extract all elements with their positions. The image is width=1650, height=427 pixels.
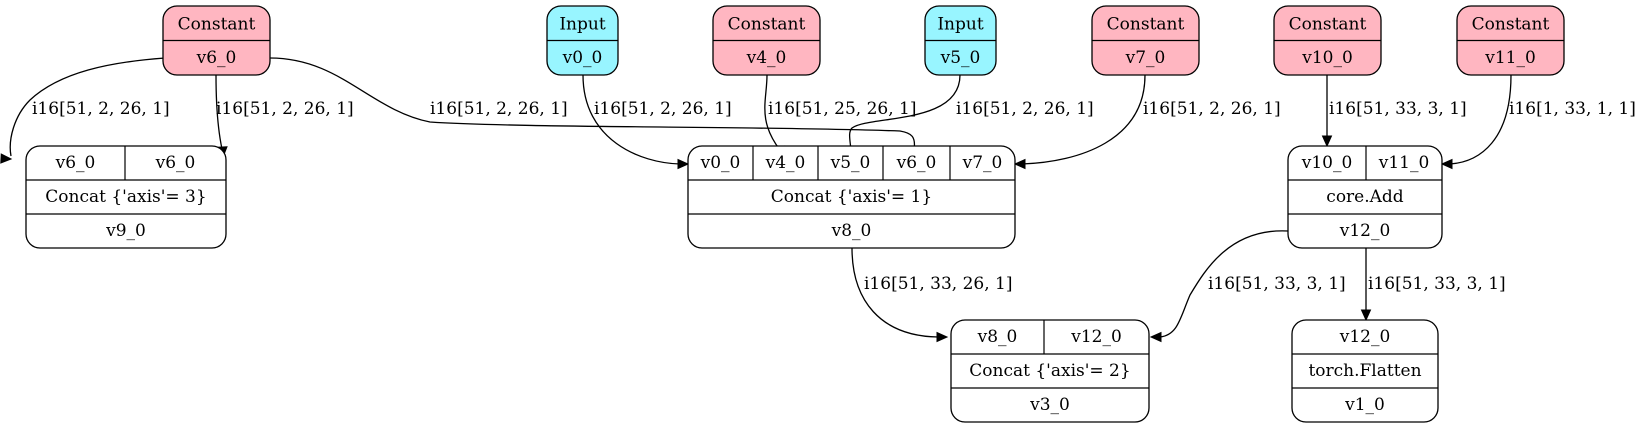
edge-v7_0-to-v8_0: i16[51, 2, 26, 1] [1013, 74, 1281, 170]
edge-label: i16[1, 33, 1, 1] [1509, 99, 1636, 119]
node-type-label: Constant [1107, 14, 1185, 34]
edge-label: i16[51, 2, 26, 1] [956, 99, 1094, 119]
op-node-v1_0[interactable]: v12_0 torch.Flatten v1_0 [1291, 319, 1439, 423]
edge-line [1021, 74, 1146, 165]
op-label: torch.Flatten [1308, 361, 1421, 381]
edge-line [582, 74, 681, 165]
node-type-label: Input [937, 14, 983, 34]
arrowhead [1360, 309, 1372, 322]
edge-line [215, 74, 223, 150]
input-port-label: v11_0 [1378, 153, 1430, 173]
arrowhead [1013, 158, 1026, 170]
node-name-label: v10_0 [1301, 48, 1353, 68]
arrowhead [1440, 158, 1453, 170]
op-label: core.Add [1326, 187, 1404, 207]
edge-label: i16[51, 33, 3, 1] [1208, 274, 1346, 294]
input-port-label: v8_0 [977, 327, 1018, 347]
node-type-label: Input [559, 14, 605, 34]
edge-line [764, 74, 781, 151]
edge-line [269, 57, 916, 151]
op-label: Concat {'axis'= 3} [45, 187, 206, 207]
input-port-label: v7_0 [962, 153, 1003, 173]
input-port-label: v6_0 [896, 153, 937, 173]
node-name-label: v6_0 [196, 48, 237, 68]
node-box [1287, 145, 1443, 249]
edge-label: i16[51, 33, 3, 1] [1329, 99, 1467, 119]
input-port-label: v12_0 [1339, 327, 1391, 347]
node-type-label: Constant [1289, 14, 1367, 34]
edge-line [851, 247, 939, 338]
input-port-label: v4_0 [765, 153, 806, 173]
arrowhead [0, 153, 13, 164]
node-name-label: v7_0 [1125, 48, 1166, 68]
nodes-layer: Constant v6_0 Input v0_0 Constant v4_0 Input v5… [25, 5, 1565, 423]
input-port-label: v6_0 [155, 153, 196, 173]
node-box [950, 319, 1150, 423]
edge-label: i16[51, 2, 26, 1] [216, 99, 354, 119]
arrowhead [677, 158, 690, 170]
node-type-label: Constant [178, 14, 256, 34]
edge-v10_0-to-v12_0: i16[51, 33, 3, 1] [1321, 75, 1467, 148]
input-port-label: v6_0 [55, 153, 96, 173]
arrowhead [1149, 331, 1162, 343]
input-node-v5_0[interactable]: Input v5_0 [924, 5, 997, 76]
node-box [687, 145, 1016, 249]
input-node-v0_0[interactable]: Input v0_0 [546, 5, 619, 76]
edge-v12_0-to-v1_0: i16[51, 33, 3, 1] [1360, 248, 1506, 322]
input-port-label: v12_0 [1070, 327, 1122, 347]
op-label: Concat {'axis'= 2} [969, 361, 1130, 381]
op-label: Concat {'axis'= 1} [771, 187, 932, 207]
edge-label: i16[51, 2, 26, 1] [1143, 99, 1281, 119]
output-label: v8_0 [831, 221, 872, 241]
constant-node-v6_0[interactable]: Constant v6_0 [162, 5, 271, 76]
edge-v8_0-to-v3_0: i16[51, 33, 26, 1] [851, 247, 1012, 343]
edge-label: i16[51, 25, 26, 1] [768, 99, 916, 119]
edge-line [848, 74, 961, 151]
arrowhead [1321, 135, 1333, 148]
input-port-label: v10_0 [1301, 153, 1353, 173]
edge-line [1159, 230, 1289, 338]
node-name-label: v0_0 [562, 48, 603, 68]
edge-label: i16[51, 2, 26, 1] [594, 99, 732, 119]
edge-line [1449, 74, 1512, 165]
constant-node-v11_0[interactable]: Constant v11_0 [1456, 5, 1565, 76]
edge-label: i16[51, 2, 26, 1] [430, 99, 568, 119]
edge-v12_0-to-v3_0: i16[51, 33, 3, 1] [1149, 230, 1346, 343]
edge-v4_0-to-v8_0: i16[51, 25, 26, 1] [764, 74, 916, 159]
node-box [1291, 319, 1439, 423]
arrowhead [936, 331, 949, 343]
constant-node-v4_0[interactable]: Constant v4_0 [712, 5, 821, 76]
node-box [25, 145, 227, 249]
node-name-label: v4_0 [746, 48, 787, 68]
edge-label: i16[51, 33, 3, 1] [1368, 274, 1506, 294]
input-port-label: v5_0 [830, 153, 871, 173]
edges-layer: i16[51, 2, 26, 1] i16[51, 2, 26, 1] i16[51… [0, 57, 1636, 343]
output-label: v9_0 [105, 221, 146, 241]
edge-v6_0-to-v9_0: i16[51, 2, 26, 1] [0, 57, 170, 164]
output-label: v3_0 [1029, 395, 1070, 415]
op-node-v12_0[interactable]: v10_0 v11_0 core.Add v12_0 [1287, 145, 1443, 249]
node-name-label: v5_0 [940, 48, 981, 68]
edge-label: i16[51, 33, 26, 1] [864, 274, 1012, 294]
constant-node-v10_0[interactable]: Constant v10_0 [1273, 5, 1382, 76]
node-type-label: Constant [1472, 14, 1550, 34]
node-name-label: v11_0 [1484, 48, 1536, 68]
edge-v0_0-to-v8_0: i16[51, 2, 26, 1] [582, 74, 732, 170]
edge-line [9, 57, 166, 157]
output-label: v1_0 [1344, 395, 1385, 415]
edge-v11_0-to-v12_0: i16[1, 33, 1, 1] [1440, 74, 1636, 170]
edge-label: i16[51, 2, 26, 1] [32, 99, 170, 119]
edge-v6_0-to-v9_0: i16[51, 2, 26, 1] [215, 74, 354, 159]
constant-node-v7_0[interactable]: Constant v7_0 [1091, 5, 1200, 76]
output-label: v12_0 [1339, 221, 1391, 241]
input-port-label: v0_0 [700, 153, 741, 173]
node-type-label: Constant [728, 14, 806, 34]
